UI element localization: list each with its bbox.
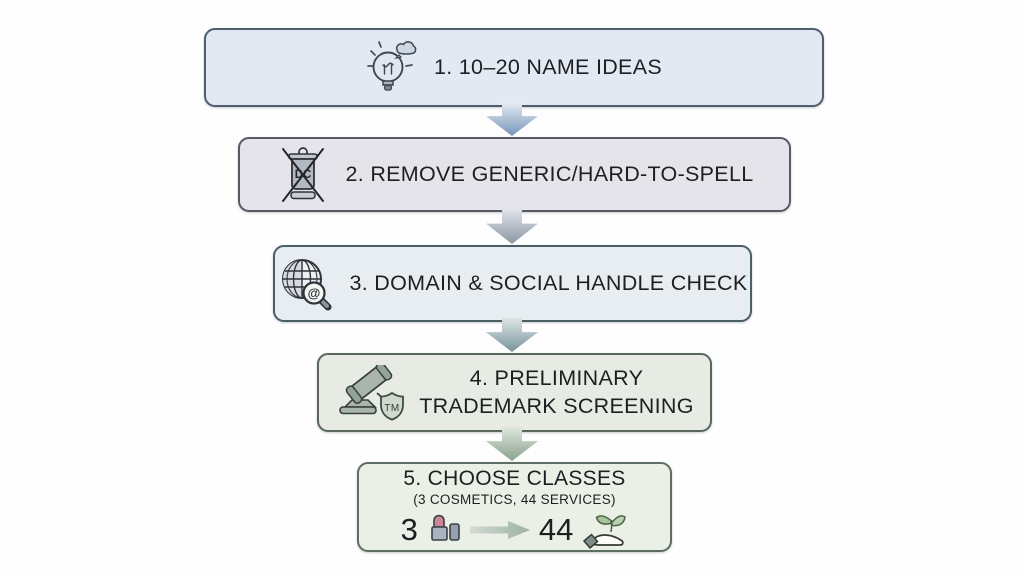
class-counts-row: 3 44 xyxy=(401,510,629,550)
discard-bin-crossed-icon: DC xyxy=(276,144,330,206)
services-class-count: 44 xyxy=(538,512,574,547)
cosmetics-class-count: 3 xyxy=(400,512,418,547)
hand-leaf-icon xyxy=(582,510,628,550)
step-4-label-line1: 4. PRELIMINARY xyxy=(469,366,644,391)
arrow-step1-to-step2 xyxy=(486,102,538,136)
right-arrow-icon xyxy=(469,520,530,540)
step-1-box: 1. 10–20 NAME IDEAS xyxy=(204,28,824,107)
at-symbol: @ xyxy=(307,285,320,300)
step-5-box: 5. CHOOSE CLASSES (3 COSMETICS, 44 SERVI… xyxy=(357,462,672,552)
step-4-label-line2: TRADEMARK SCREENING xyxy=(419,393,694,418)
arrow-step3-to-step4 xyxy=(486,318,538,352)
globe-search-icon: @ xyxy=(278,255,334,313)
gavel-tm-shield-icon: TM xyxy=(335,364,407,421)
step-2-box: DC 2. REMOVE GENERIC/HARD-TO-SPELL xyxy=(238,137,791,212)
step-3-label: 3. DOMAIN & SOCIAL HANDLE CHECK xyxy=(349,271,748,295)
step-3-box: @ 3. DOMAIN & SOCIAL HANDLE CHECK xyxy=(273,245,752,322)
tm-letters: TM xyxy=(385,403,400,414)
step-5-title: 5. CHOOSE CLASSES xyxy=(403,466,626,490)
step-2-label: 2. REMOVE GENERIC/HARD-TO-SPELL xyxy=(345,162,754,186)
lightbulb-thought-icon xyxy=(366,38,418,98)
arrow-step2-to-step3 xyxy=(486,209,538,244)
step-4-label: 4. PRELIMINARY TRADEMARK SCREENING xyxy=(419,365,693,419)
step-5-subtitle: (3 COSMETICS, 44 SERVICES) xyxy=(413,491,616,507)
lipstick-icon xyxy=(427,511,461,549)
step-1-label: 1. 10–20 NAME IDEAS xyxy=(434,55,662,79)
arrow-step4-to-step5 xyxy=(486,427,538,461)
step-4-box: TM 4. PRELIMINARY TRADEMARK SCREENING xyxy=(317,353,712,432)
